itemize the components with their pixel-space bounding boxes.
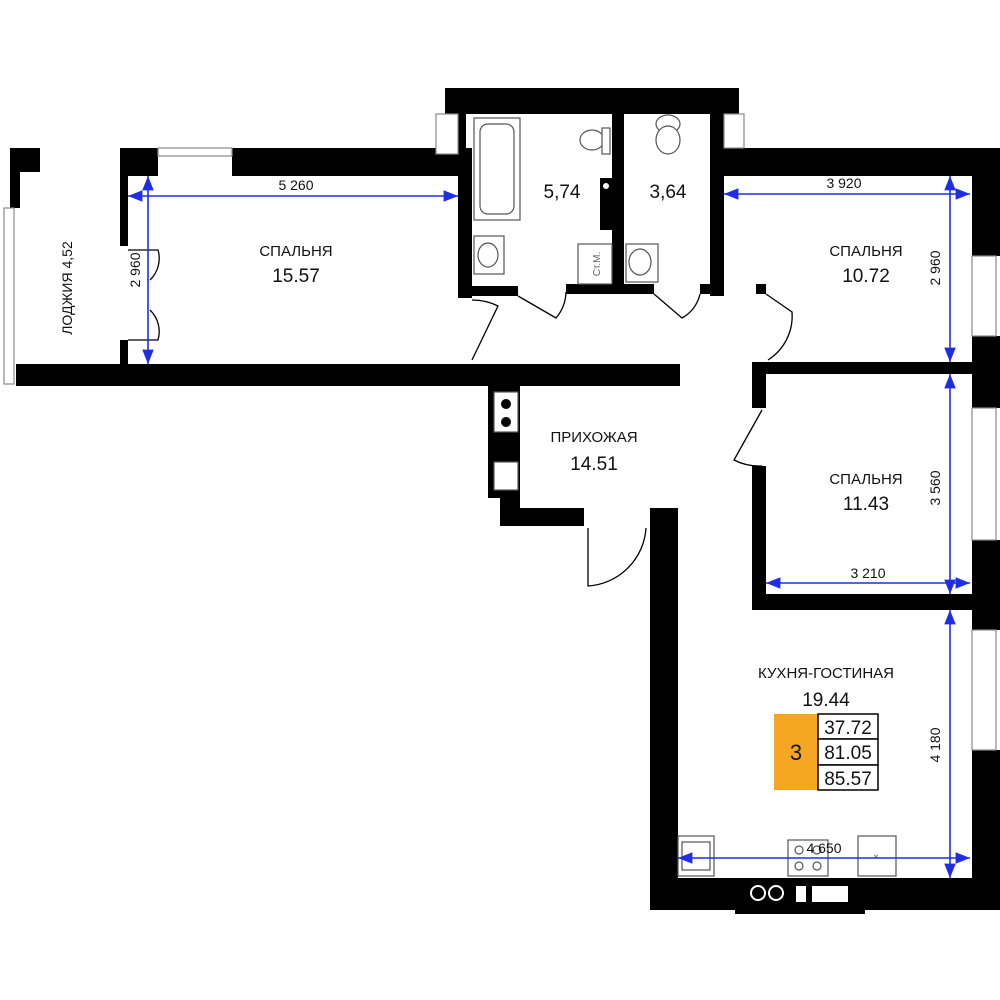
total-area-value: 81.05 [824,743,872,764]
bedroom2-width-label: 3 920 [826,175,861,191]
bedroom2-height-label: 2 960 [927,250,943,285]
dimension-lines [128,176,970,878]
kitchen-name: КУХНЯ-ГОСТИНАЯ [758,665,894,682]
kitchen-width-label: 4 650 [806,840,841,856]
wc-area: 3,64 [650,182,687,203]
loggia-label: ЛОДЖИЯ 4,52 [59,241,75,335]
total-with-loggia-value: 85.57 [824,769,872,790]
bedroom1-area: 15.57 [272,266,320,287]
kitchen-height-label: 4 180 [927,727,943,762]
bedroom1-height-label: 2 960 [127,252,143,287]
bedroom2-area: 10.72 [842,266,890,287]
apartment-summary: 3 37.72 81.05 85.57 [774,713,879,791]
bedroom3-width-label: 3 210 [850,565,885,581]
doors [128,249,793,587]
hall-name: ПРИХОЖАЯ [550,429,637,446]
rooms-count: 3 [790,740,802,765]
bedroom1-width-label: 5 260 [278,177,313,193]
room-labels: СПАЛЬНЯ 15.57 5,74 3,64 СПАЛЬНЯ 10.72 ПР… [59,182,903,711]
bedroom3-name: СПАЛЬНЯ [829,471,902,488]
living-area-value: 37.72 [824,718,872,739]
rooms-count-badge [774,714,818,790]
bedroom3-height-label: 3 560 [927,470,943,505]
kitchen-area: 19.44 [802,690,850,711]
riser-label: Ст.М. [592,252,603,277]
bedroom2-name: СПАЛЬНЯ [829,243,902,260]
windows [3,113,997,751]
dimension-labels: 5 260 2 960 3 920 2 960 3 560 3 210 4 18… [127,175,943,856]
bathroom-area: 5,74 [544,182,581,203]
bedroom1-name: СПАЛЬНЯ [259,243,332,260]
hall-area: 14.51 [570,454,618,475]
walls [10,88,1000,914]
fixtures: Ст.М. × [473,114,897,902]
bedroom3-area: 11.43 [843,494,889,515]
